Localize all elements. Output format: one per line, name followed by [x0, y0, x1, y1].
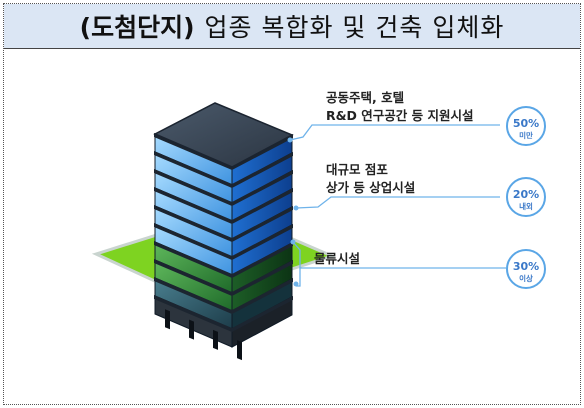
floor-slab — [154, 259, 293, 296]
label-commercial-line1: 대규모 점포 — [326, 162, 388, 177]
floor-slab — [154, 241, 293, 278]
percent-qualifier: 이상 — [519, 273, 533, 283]
connector-line-support — [289, 124, 500, 141]
connector-line-logistics — [292, 241, 506, 269]
connector-dot — [293, 281, 299, 287]
base-column — [189, 319, 194, 340]
percent-value: 20% — [513, 188, 539, 201]
floor-slab — [154, 223, 293, 260]
title-text: 업종 복합화 및 건축 입체화 — [204, 13, 505, 42]
base-column — [237, 340, 242, 361]
connector-dot — [290, 239, 296, 245]
diagram-frame: (도첨단지) 업종 복합화 및 건축 입체화 — [3, 3, 581, 405]
percent-badge-support: 50% 미만 — [506, 106, 546, 146]
base-column — [213, 329, 218, 350]
building-roof — [153, 102, 294, 168]
floor-slab — [154, 295, 293, 332]
label-commercial-line2: 상가 등 상업시설 — [326, 180, 415, 195]
percent-value: 50% — [513, 117, 539, 130]
label-support-line2: R&D 연구공간 등 지원시설 — [326, 108, 473, 123]
connector-dots — [287, 137, 299, 287]
label-logistics: 물류시설 — [314, 251, 360, 266]
percent-qualifier: 내외 — [519, 201, 533, 211]
floor-slab — [154, 187, 293, 224]
percent-qualifier: 미만 — [519, 130, 533, 140]
percent-badge-commercial: 20% 내외 — [506, 177, 546, 217]
connector-line-logistics-lower — [296, 268, 301, 287]
percent-badge-logistics: 30% 이상 — [506, 249, 546, 289]
connector-dot — [287, 137, 293, 143]
base-column — [165, 309, 170, 330]
title-bar: (도첨단지) 업종 복합화 및 건축 입체화 — [4, 4, 580, 49]
floor-slab — [154, 205, 293, 242]
label-support-line1: 공동주택, 호텔 — [326, 90, 404, 105]
building — [154, 133, 293, 361]
title-prefix: (도첨단지) — [79, 13, 195, 42]
connector-line-commercial — [295, 196, 500, 209]
connector-lines — [289, 124, 506, 269]
connector-dot — [293, 205, 299, 211]
floor-slab — [154, 169, 293, 206]
floor-slab — [154, 151, 293, 188]
percent-value: 30% — [513, 260, 539, 273]
floor-slab — [154, 277, 293, 314]
